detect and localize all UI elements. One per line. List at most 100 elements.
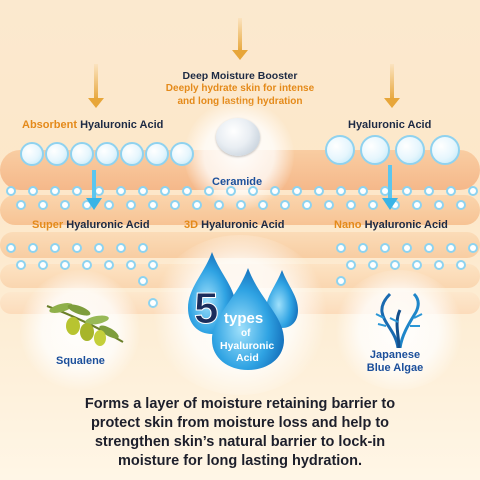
hydration-dot — [272, 188, 278, 194]
drop-word-types: types — [224, 310, 264, 327]
bubble-icon — [170, 142, 194, 166]
hydration-dot — [470, 245, 476, 251]
hydration-dot — [8, 188, 14, 194]
hydration-dot — [458, 262, 464, 268]
drop-number: 5 — [193, 284, 219, 334]
hydration-dot — [436, 262, 442, 268]
hydration-dot — [382, 245, 388, 251]
bubble-icon — [95, 142, 119, 166]
hydration-dot — [316, 188, 322, 194]
nano-rest: Hyaluronic Acid — [364, 219, 448, 231]
deep-moisture-title: Deep Moisture Booster — [182, 70, 298, 82]
hydration-dot — [74, 188, 80, 194]
hydration-dot — [40, 262, 46, 268]
hydration-dot — [184, 188, 190, 194]
bubble-icon — [395, 135, 425, 165]
hydration-dot — [404, 245, 410, 251]
three-d-prefix: 3D — [184, 219, 199, 231]
blue-arrow-icon — [92, 170, 96, 200]
hydration-dot — [426, 245, 432, 251]
hydration-dot — [338, 245, 344, 251]
hydration-dot — [360, 245, 366, 251]
hydration-dot — [228, 188, 234, 194]
bubble-icon — [45, 142, 69, 166]
squalene-glow — [20, 270, 140, 390]
hydration-dot — [382, 188, 388, 194]
ceramide-drop-icon — [216, 118, 260, 156]
bubble-icon — [145, 142, 169, 166]
hydration-dot — [348, 262, 354, 268]
hydration-dot — [370, 202, 376, 208]
super-rest: Hyaluronic Acid — [66, 219, 150, 231]
hydration-dot — [84, 262, 90, 268]
hydration-dot — [96, 245, 102, 251]
hydration-dot — [118, 245, 124, 251]
hydration-dot — [436, 202, 442, 208]
hydration-dot — [52, 245, 58, 251]
hydration-dot — [62, 202, 68, 208]
three-d-rest: Hyaluronic Acid — [201, 219, 285, 231]
arrow-right-icon — [384, 64, 400, 108]
blue-arrow-icon — [86, 198, 102, 210]
bubble-icon — [325, 135, 355, 165]
ceramide-label: Ceramide — [212, 176, 263, 188]
nano-prefix: Nano — [334, 219, 362, 231]
hydration-dot — [128, 202, 134, 208]
hydration-dot — [260, 202, 266, 208]
hydration-dot — [206, 188, 212, 194]
super-label: Super Hyaluronic Acid — [32, 219, 150, 231]
bubble-icon — [360, 135, 390, 165]
algae-label-2: Blue Algae — [366, 362, 424, 374]
hydration-dot — [282, 202, 288, 208]
absorbent-label: Absorbent Hyaluronic Acid — [22, 119, 163, 131]
hydration-dot — [414, 202, 420, 208]
absorbent-rest: Hyaluronic Acid — [80, 119, 164, 131]
hydration-dot — [18, 262, 24, 268]
hydration-dot — [370, 262, 376, 268]
drop-word-hyaluronic: Hyaluronic — [220, 340, 275, 352]
hydration-dot — [118, 188, 124, 194]
three-d-label: 3D Hyaluronic Acid — [184, 219, 284, 231]
hydration-dot — [106, 202, 112, 208]
deep-moisture-subtitle-1: Deeply hydrate skin for intense — [165, 83, 315, 94]
hydration-dot — [172, 202, 178, 208]
super-prefix: Super — [32, 219, 64, 231]
hydration-dot — [62, 262, 68, 268]
bubble-icon — [70, 142, 94, 166]
hydration-dot — [448, 188, 454, 194]
hydration-dot — [52, 188, 58, 194]
hydration-dot — [238, 202, 244, 208]
olive-branch-icon — [46, 303, 124, 346]
bubble-icon — [430, 135, 460, 165]
arrow-left-icon — [88, 64, 104, 108]
hydration-dot — [30, 188, 36, 194]
hydration-dot — [250, 188, 256, 194]
caption-line-2: protect skin from moisture loss and help… — [90, 415, 390, 431]
hydration-dot — [414, 262, 420, 268]
blue-arrow-icon — [388, 165, 392, 200]
hydration-dot — [426, 188, 432, 194]
hydration-dot — [216, 202, 222, 208]
blue-arrow-icon — [382, 198, 398, 210]
hydration-dot — [128, 262, 134, 268]
hydration-dot — [360, 188, 366, 194]
hydration-dot — [348, 202, 354, 208]
blue-algae-icon — [375, 292, 423, 348]
hydration-dot — [448, 245, 454, 251]
bubble-icon — [20, 142, 44, 166]
hydration-dot — [338, 188, 344, 194]
hydration-dot — [150, 262, 156, 268]
hydration-dot — [30, 245, 36, 251]
drop-word-acid: Acid — [236, 352, 259, 364]
hydration-dot — [74, 245, 80, 251]
hydration-dot — [304, 202, 310, 208]
hydration-dot — [140, 188, 146, 194]
bubble-icon — [120, 142, 144, 166]
nano-label: Nano Hyaluronic Acid — [334, 219, 448, 231]
hydration-dot — [18, 202, 24, 208]
hydration-dot — [470, 188, 476, 194]
hydration-dot — [294, 188, 300, 194]
drop-word-of: of — [241, 328, 251, 339]
caption-line-1: Forms a layer of moisture retaining barr… — [84, 396, 396, 412]
hydration-dot — [392, 262, 398, 268]
